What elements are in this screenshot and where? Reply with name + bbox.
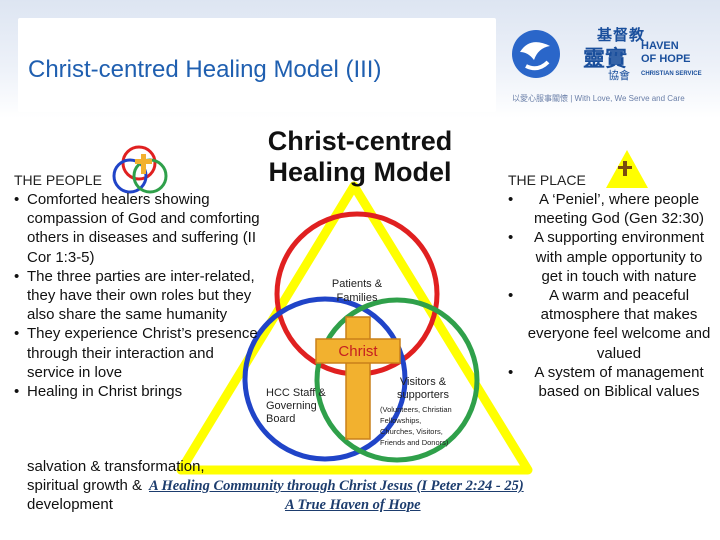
place-bullet-2: A supporting environment with ample oppo… [506, 228, 714, 286]
logo-english: HAVEN OF HOPE [641, 40, 691, 66]
logo-tagline: 以愛心服事關懷 | With Love, We Serve and Care [512, 94, 685, 103]
place-bullet-3: A warm and peaceful atmosphere that make… [506, 286, 714, 363]
place-list: A ‘Peniel’, where people meeting God (Ge… [506, 190, 714, 401]
logo-chinese-sub: 協會 [608, 69, 630, 82]
people-tail-3: development [27, 496, 113, 513]
place-bullet-1: A ‘Peniel’, where people meeting God (Ge… [506, 190, 714, 228]
logo-english-line-2: OF HOPE [641, 53, 691, 65]
place-icon-cross-v [623, 161, 627, 176]
place-heading: THE PLACE [508, 172, 586, 188]
visitors-detail: (Volunteers, Christian Fellowships, Chur… [380, 404, 476, 448]
place-bullet-4: A system of management based on Biblical… [506, 363, 714, 401]
haven-of-hope-logo [512, 30, 560, 78]
diagram-title: Christ-centred Healing Model [267, 126, 453, 187]
slide-title: Christ-centred Healing Model (III) [28, 56, 382, 83]
people-tail-2: spiritual growth & [27, 477, 143, 494]
people-list: Comforted healers showing compassion of … [14, 190, 264, 401]
footer-haven-link[interactable]: A True Haven of Hope [285, 497, 421, 513]
people-icon-blue-circle [112, 158, 148, 194]
logo-english-line-1: HAVEN [641, 40, 679, 52]
visitors-detail-line-1: (Volunteers, Christian [380, 405, 452, 414]
people-icon-green-circle [132, 158, 168, 194]
staff-label-line-3: Board [266, 413, 296, 425]
visitors-detail-line-4: Friends and Donors) [380, 438, 449, 447]
people-icon-cross-h [135, 159, 152, 164]
place-icon-triangle [606, 150, 648, 188]
logo-chinese-main: 靈實 [583, 46, 628, 72]
visitors-label-line-2: supporters [397, 389, 449, 401]
visitors-detail-line-2: Fellowships, [380, 416, 422, 425]
staff-label-line-2: Governing [266, 400, 317, 412]
people-tail-1: salvation & transformation, [27, 458, 205, 475]
footer-community-link[interactable]: A Healing Community through Christ Jesus… [149, 478, 524, 494]
visitors-label-line-1: Visitors & [399, 376, 447, 388]
title-box [18, 18, 496, 112]
staff-label-line-1: HCC Staff & [266, 387, 326, 399]
people-bullet-2: The three parties are inter-related, the… [14, 267, 264, 325]
place-icon-cross-h [618, 166, 632, 169]
logo-emblem-swirl [520, 42, 550, 60]
logo-english-small: CHRISTIAN SERVICE [641, 71, 702, 77]
people-bullet-3: They experience Christ’s presence throug… [14, 324, 264, 382]
visitors-label: Visitors & supporters [378, 376, 468, 402]
people-heading: THE PEOPLE [14, 172, 102, 188]
staff-label: HCC Staff & Governing Board [266, 387, 346, 426]
logo-chinese-top: 基督教 [597, 26, 646, 44]
people-icon-cross-v [141, 154, 146, 174]
people-bullet-1: Comforted healers showing compassion of … [14, 190, 264, 267]
patients-label: Patients & Families [331, 278, 383, 304]
visitors-detail-line-3: Churches, Visitors, [380, 427, 443, 436]
christ-label: Christ [338, 343, 378, 360]
people-icon-red-circle [121, 145, 157, 181]
people-bullet-4: Healing in Christ brings [14, 382, 264, 401]
cross-vertical [345, 316, 371, 440]
